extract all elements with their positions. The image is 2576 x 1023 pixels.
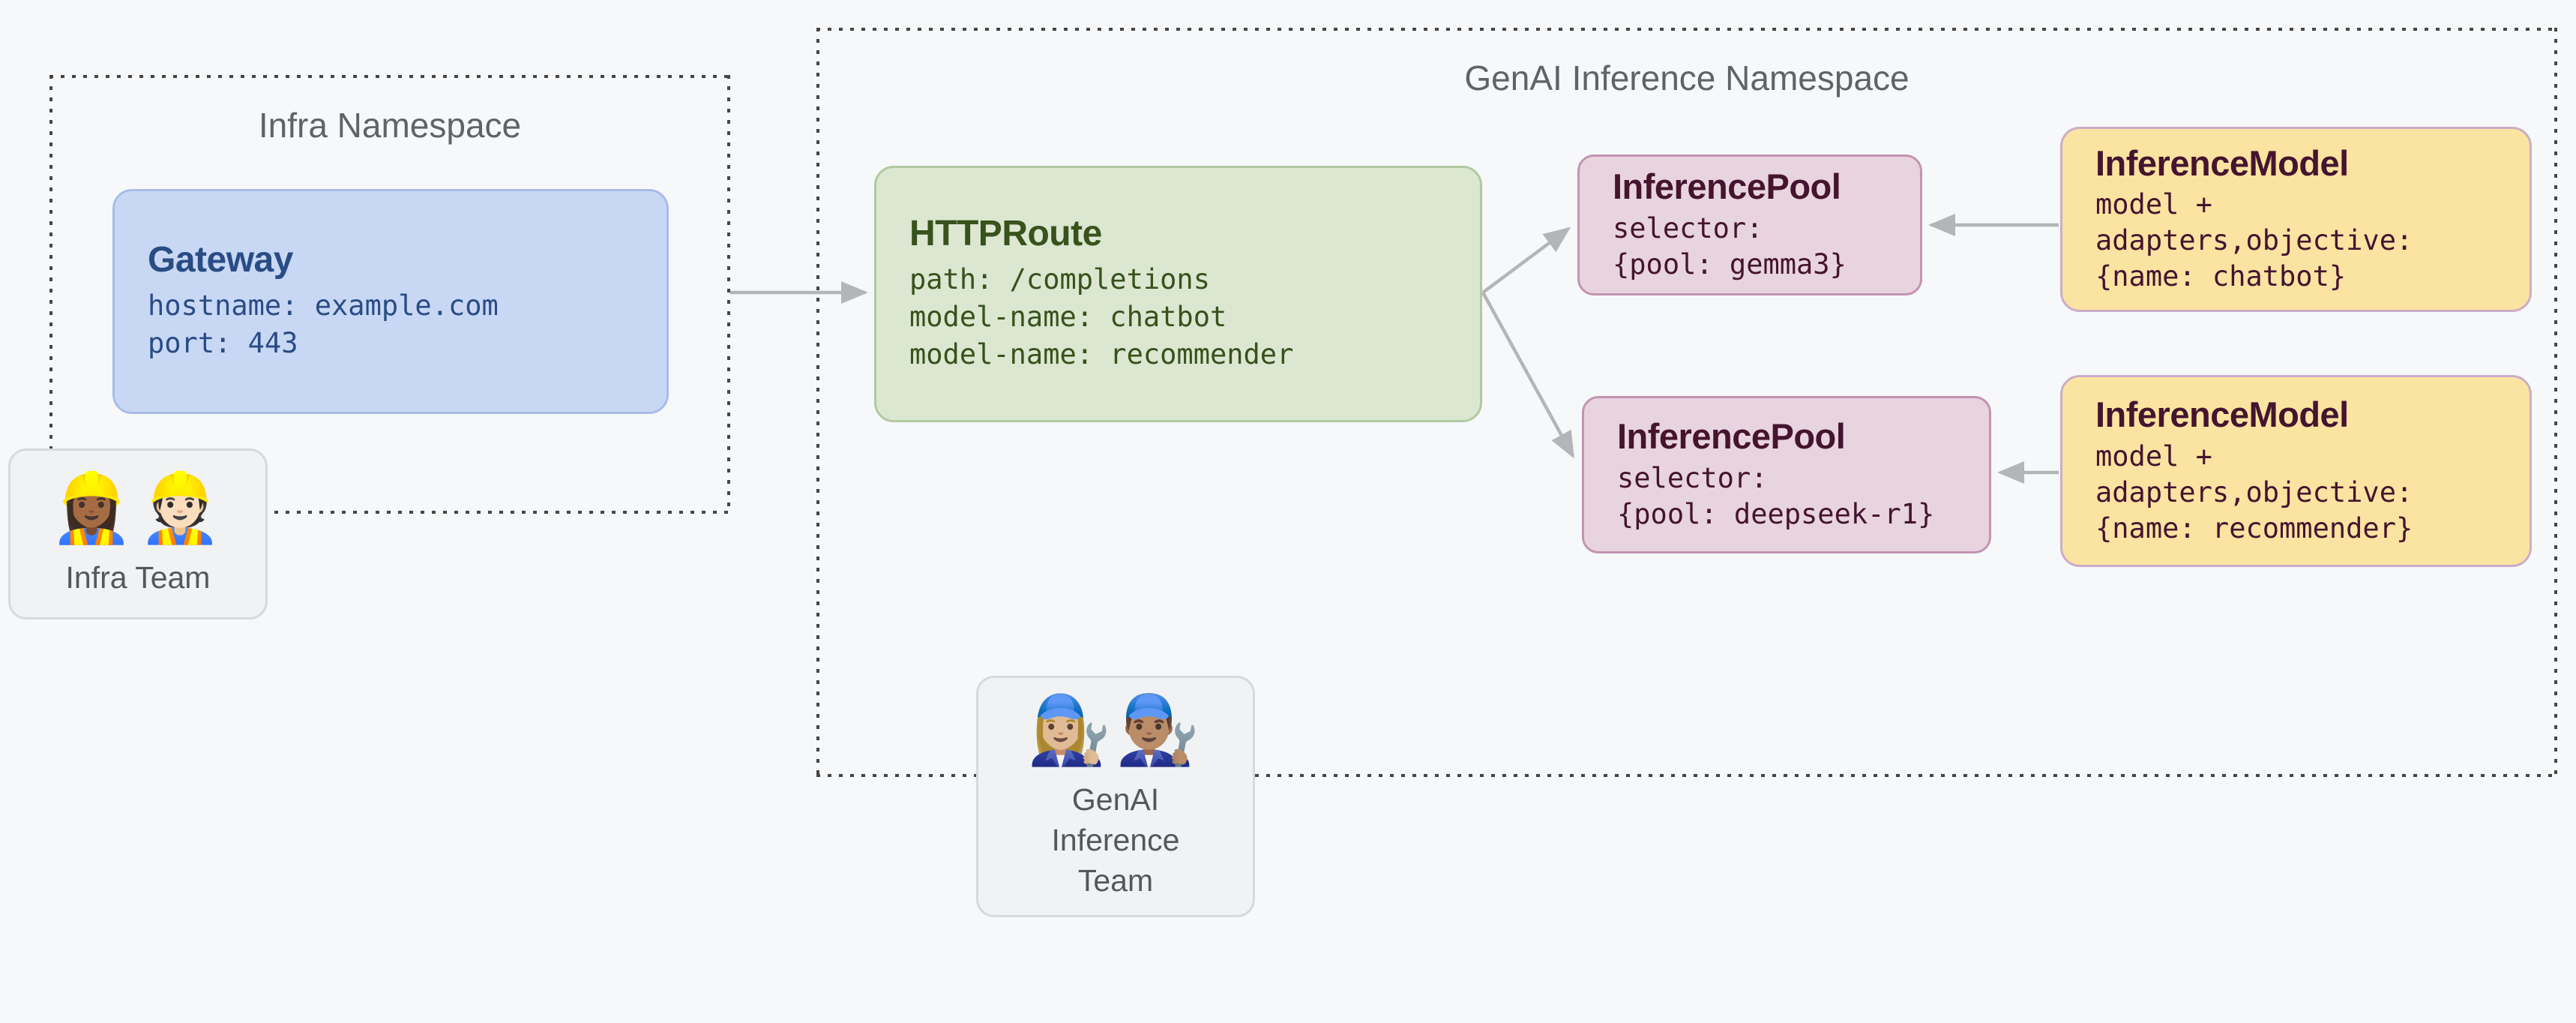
httproute-node: HTTPRoute path: /completions model-name:…	[874, 166, 1482, 422]
arrow-httproute-to-pool-deepseek	[1481, 291, 1574, 459]
genai-team-card: 👩🏼‍🔧👨🏽‍🔧 GenAI Inference Team	[976, 676, 1255, 917]
inferencepool-gemma-node: InferencePool selector: {pool: gemma3}	[1577, 154, 1922, 296]
inferencepool-deepseek-pool-line: {pool: deepseek-r1}	[1617, 497, 1935, 530]
gateway-port-line: port: 443	[148, 327, 298, 360]
inferencepool-deepseek-title: InferencePool	[1617, 416, 1846, 457]
mechanics-emoji: 👩🏼‍🔧👨🏽‍🔧	[1026, 693, 1205, 769]
arrow-httproute-to-pool-gemma	[1481, 226, 1571, 294]
inferencemodel-chatbot-title: InferenceModel	[2095, 142, 2349, 183]
inferencemodel-chatbot-adapters-line: adapters,objective:	[2095, 224, 2413, 257]
inferencepool-gemma-selector-line: selector:	[1613, 212, 1763, 244]
inferencemodel-chatbot-model-line: model +	[2095, 188, 2212, 221]
inferencemodel-recommender-node: InferenceModel model + adapters,objectiv…	[2060, 375, 2532, 567]
inferencemodel-recommender-adapters-line: adapters,objective:	[2095, 476, 2413, 508]
httproute-model-chatbot-line: model-name: chatbot	[909, 301, 1227, 334]
httproute-path-line: path: /completions	[909, 263, 1210, 296]
httproute-node-title: HTTPRoute	[909, 213, 1102, 254]
inferencemodel-recommender-model-line: model +	[2095, 440, 2212, 472]
inferencepool-deepseek-selector-line: selector:	[1617, 461, 1768, 494]
inferencemodel-chatbot-node: InferenceModel model + adapters,objectiv…	[2060, 127, 2532, 312]
genai-team-label: GenAI Inference Team	[1051, 782, 1180, 898]
httproute-model-recommender-line: model-name: recommender	[909, 338, 1294, 371]
construction-workers-emoji: 👷🏾‍♀️👷🏻	[49, 471, 227, 547]
gateway-node: Gateway hostname: example.com port: 443	[112, 189, 669, 414]
inferencemodel-recommender-name-line: {name: recommender}	[2095, 512, 2413, 544]
infra-namespace-title: Infra Namespace	[258, 106, 522, 145]
inferencepool-deepseek-node: InferencePool selector: {pool: deepseek-…	[1582, 396, 1991, 554]
inferencepool-gemma-pool-line: {pool: gemma3}	[1613, 248, 1847, 280]
inferencemodel-recommender-title: InferenceModel	[2095, 394, 2349, 435]
inferencepool-gemma-title: InferencePool	[1613, 166, 1841, 207]
gateway-hostname-line: hostname: example.com	[148, 290, 499, 322]
genai-namespace-title: GenAI Inference Namespace	[1464, 58, 1910, 98]
infra-team-label: Infra Team	[65, 560, 211, 595]
gateway-node-title: Gateway	[148, 239, 293, 280]
infra-team-card: 👷🏾‍♀️👷🏻 Infra Team	[8, 448, 268, 620]
inferencemodel-chatbot-name-line: {name: chatbot}	[2095, 260, 2347, 293]
